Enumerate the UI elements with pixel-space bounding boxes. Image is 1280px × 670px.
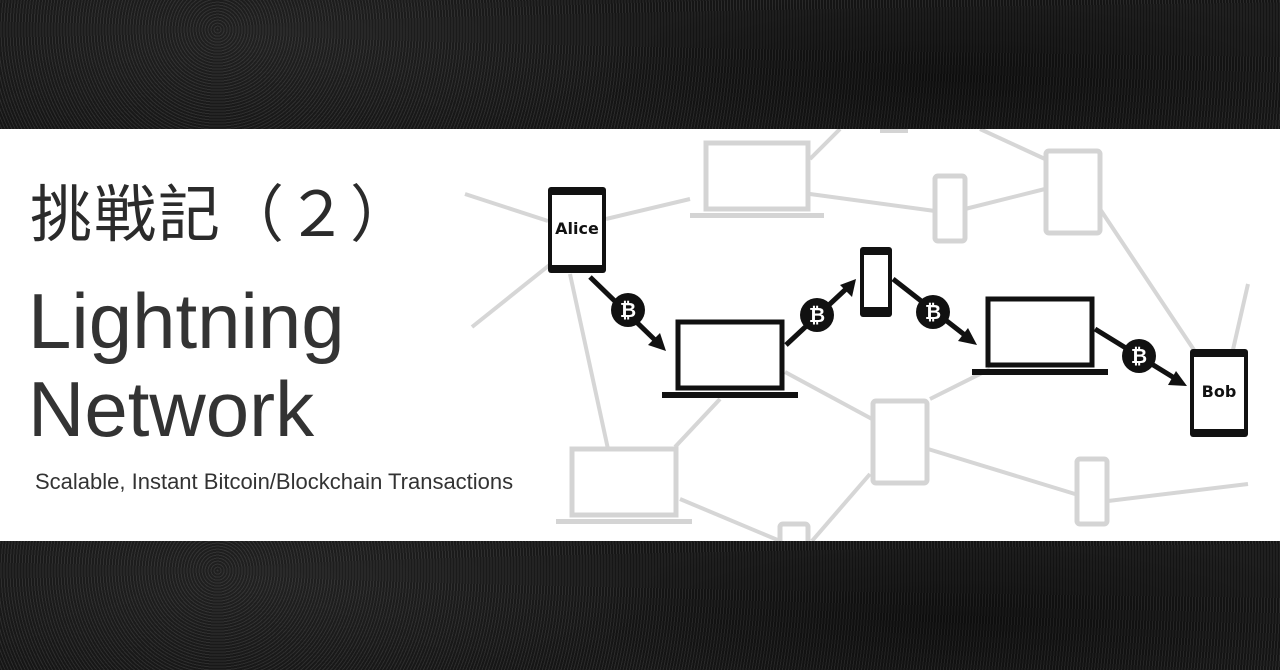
bob-tablet: Bob [1190, 349, 1248, 437]
phone-icon [1074, 456, 1110, 527]
phone-icon [777, 521, 811, 541]
title-japanese: 挑戦記（２） [30, 178, 415, 251]
svg-text:₿: ₿ [1131, 344, 1147, 368]
sand-texture-top [0, 0, 1280, 129]
background-network-lines [464, 129, 1250, 541]
bob-label: Bob [1202, 382, 1237, 401]
bitcoin-icon: ₿ [916, 295, 950, 329]
svg-text:₿: ₿ [809, 303, 825, 327]
bitcoin-icon: ₿ [800, 298, 834, 332]
laptop-icon [662, 319, 798, 398]
active-devices: Alice Bob [548, 187, 1248, 437]
sand-texture-bottom [0, 541, 1280, 670]
bitcoin-icon: ₿ [1122, 339, 1156, 373]
background-devices [556, 129, 1110, 541]
title-banner: ₿ ₿ ₿ ₿ Alice [0, 129, 1280, 541]
phone-icon [860, 247, 892, 317]
laptop-icon [972, 296, 1108, 375]
alice-label: Alice [555, 219, 599, 238]
laptop-icon [556, 446, 692, 524]
subtitle: Scalable, Instant Bitcoin/Blockchain Tra… [35, 469, 514, 494]
svg-text:₿: ₿ [925, 300, 941, 324]
bitcoin-coins: ₿ ₿ ₿ ₿ [611, 293, 1156, 373]
alice-tablet: Alice [548, 187, 606, 273]
bitcoin-icon: ₿ [611, 293, 645, 327]
tablet-icon [1043, 148, 1103, 236]
lightning-network-diagram: ₿ ₿ ₿ ₿ Alice [464, 129, 1250, 541]
svg-text:₿: ₿ [620, 298, 636, 322]
phone-icon [932, 173, 968, 244]
phone-icon [880, 129, 908, 133]
title-english: Lightning Network [28, 277, 345, 453]
laptop-icon [690, 140, 824, 218]
tablet-icon [870, 398, 930, 486]
